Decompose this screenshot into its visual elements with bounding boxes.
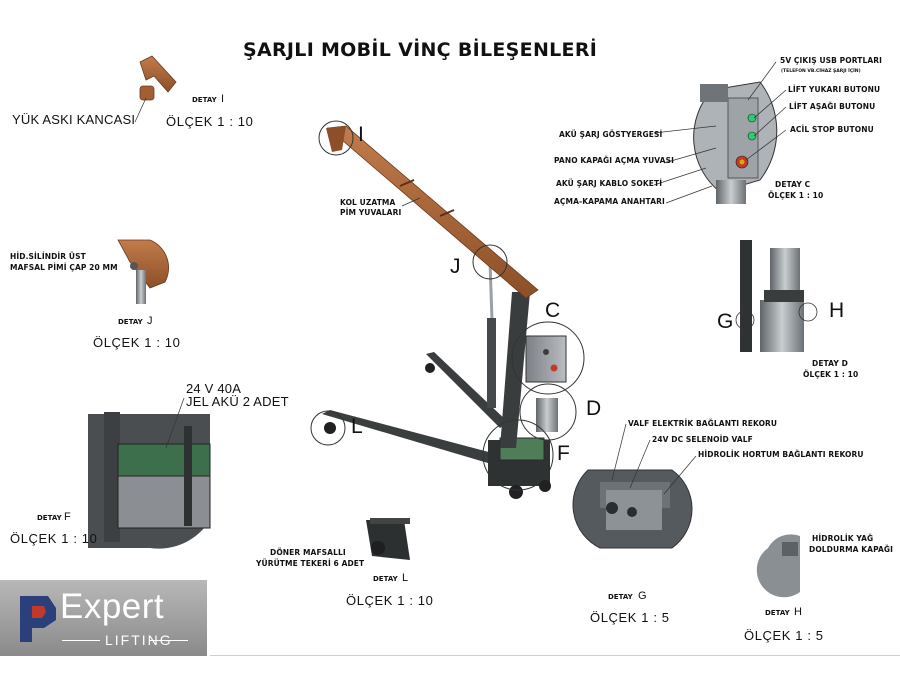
callout-letter-i: I	[358, 123, 364, 146]
detail-j-letter: J	[147, 315, 153, 327]
crane-button	[550, 364, 558, 372]
arm-label-1: KOL UZATMA	[340, 198, 396, 207]
detail-j-prefix: DETAY	[118, 318, 143, 326]
panel-lock-label: PANO KAPAĞI AÇMA YUVASI	[554, 156, 674, 165]
crane-wheel	[425, 363, 435, 373]
crane-control-box	[525, 335, 567, 383]
detail-d-title: DETAY D	[812, 359, 848, 368]
crane-button	[543, 349, 549, 355]
detail-l-letter: L	[402, 572, 409, 584]
logo-divider-left	[62, 640, 100, 641]
detail-h-prefix: DETAY	[765, 609, 790, 617]
detail-c-leaders	[401, 61, 787, 207]
detail-g-letter: G	[638, 590, 647, 602]
detail-l-drawing	[366, 518, 410, 560]
detail-c-scale: ÖLÇEK 1 : 10	[768, 191, 824, 200]
crane-cylinder-rod	[488, 261, 494, 321]
detail-l-prefix: DETAY	[373, 575, 398, 583]
logo-brand: Expert	[60, 587, 165, 626]
callout-circle-j	[472, 244, 508, 280]
detail-j-label-2: MAFSAL PİMİ ÇAP 20 MM	[10, 263, 118, 272]
detail-g-drawing	[572, 423, 697, 549]
page-title: ŞARJLI MOBİL VİNÇ BİLEŞENLERİ	[243, 39, 598, 61]
callout-letter-l: L	[351, 415, 363, 438]
callout-letter-c: C	[545, 299, 561, 322]
logo-sub: LIFTING	[105, 632, 173, 648]
arm-label-2: PİM YUVALARI	[340, 208, 402, 217]
detail-f-scale: ÖLÇEK 1 : 10	[10, 531, 98, 546]
detail-g-label-3: HİDROLİK HORTUM BAĞLANTI REKORU	[698, 450, 864, 459]
expert-lifting-logo: Expert LIFTING	[0, 580, 207, 656]
callout-circle-f	[482, 419, 554, 491]
detail-d-drawing	[735, 240, 818, 352]
detail-f-label-2: JEL AKÜ 2 ADET	[186, 394, 289, 409]
crane-front-leg	[322, 410, 500, 466]
crane-wheel	[509, 485, 523, 499]
detail-l-label-1: DÖNER MAFSALLI	[270, 548, 346, 557]
crane-wheel	[539, 480, 551, 492]
crane-wheel	[324, 422, 336, 434]
usb-ports-label: 5V ÇIKIŞ USB PORTLARI	[780, 56, 883, 65]
mobile-crane-drawing	[310, 120, 585, 499]
detail-c-title: DETAY C	[775, 180, 811, 189]
detail-g-label-2: 24V DC SELENOİD VALF	[652, 435, 753, 444]
detail-g-label-1: VALF ELEKTRİK BAĞLANTI REKORU	[628, 419, 778, 428]
detail-g-scale: ÖLÇEK 1 : 5	[590, 610, 670, 625]
crane-boom-pins	[439, 209, 455, 217]
detail-h-drawing	[756, 534, 800, 598]
detail-l-scale: ÖLÇEK 1 : 10	[346, 593, 434, 608]
crane-rear-leg	[426, 352, 508, 428]
detail-j-label-1: HİD.SİLİNDİR ÜST	[10, 252, 86, 261]
crane-boom-pins	[399, 179, 415, 187]
crane-cylinder	[487, 318, 496, 408]
logo-divider-right	[150, 640, 188, 641]
detail-i-letter: I	[221, 93, 225, 105]
callout-letter-f: F	[557, 442, 570, 465]
detail-i-scale: ÖLÇEK 1 : 10	[166, 114, 254, 129]
callout-circle-c	[511, 321, 585, 395]
detail-f-letter: F	[64, 511, 71, 523]
crane-mast	[500, 292, 530, 448]
usb-ports-note: (TELEFON VB.CİHAZ ŞARJI İÇİN)	[781, 69, 861, 74]
detail-h-scale: ÖLÇEK 1 : 5	[744, 628, 824, 643]
callout-letter-h: H	[829, 299, 845, 322]
crane-boom-tip	[326, 126, 346, 152]
detail-l-label-2: YÜRÜTME TEKERİ 6 ADET	[256, 559, 365, 568]
lift-up-label: LİFT YUKARI BUTONU	[788, 85, 881, 94]
detail-h-label-1: HİDROLİK YAĞ	[812, 534, 874, 543]
power-switch-label: AÇMA-KAPAMA ANAHTARI	[554, 197, 665, 206]
callout-circle-l	[310, 410, 346, 446]
crane-pump	[536, 398, 558, 432]
logo-mark-icon	[20, 596, 56, 642]
hook-label: YÜK ASKI KANCASI	[12, 112, 136, 127]
callout-circle-d	[519, 383, 577, 441]
detail-i-prefix: DETAY	[192, 96, 217, 104]
detail-d-scale: ÖLÇEK 1 : 10	[803, 370, 859, 379]
callout-letter-g: G	[717, 310, 734, 333]
bottom-rule	[210, 655, 900, 656]
detail-f-drawing	[88, 397, 211, 549]
callout-letter-d: D	[586, 397, 602, 420]
emergency-stop-label: ACİL STOP BUTONU	[790, 125, 874, 134]
detail-h-label-2: DOLDURMA KAPAĞI	[809, 545, 894, 554]
callout-circle-i	[318, 120, 354, 156]
detail-f-label-1: 24 V 40A	[186, 381, 242, 396]
detail-j-scale: ÖLÇEK 1 : 10	[93, 335, 181, 350]
detail-h-letter: H	[794, 606, 802, 618]
detail-j-drawing	[117, 239, 169, 304]
charge-indicator-label: AKÜ ŞARJ GÖSTYERGESİ	[559, 130, 663, 139]
detail-i-drawing	[134, 55, 177, 123]
detail-f-prefix: DETAY	[37, 514, 62, 522]
detail-c-drawing	[693, 81, 778, 204]
charge-socket-label: AKÜ ŞARJ KABLO SOKETİ	[556, 179, 663, 188]
detail-g-prefix: DETAY	[608, 593, 633, 601]
lift-down-label: LİFT AŞAĞI BUTONU	[789, 102, 876, 111]
callout-letter-j: J	[450, 255, 461, 278]
